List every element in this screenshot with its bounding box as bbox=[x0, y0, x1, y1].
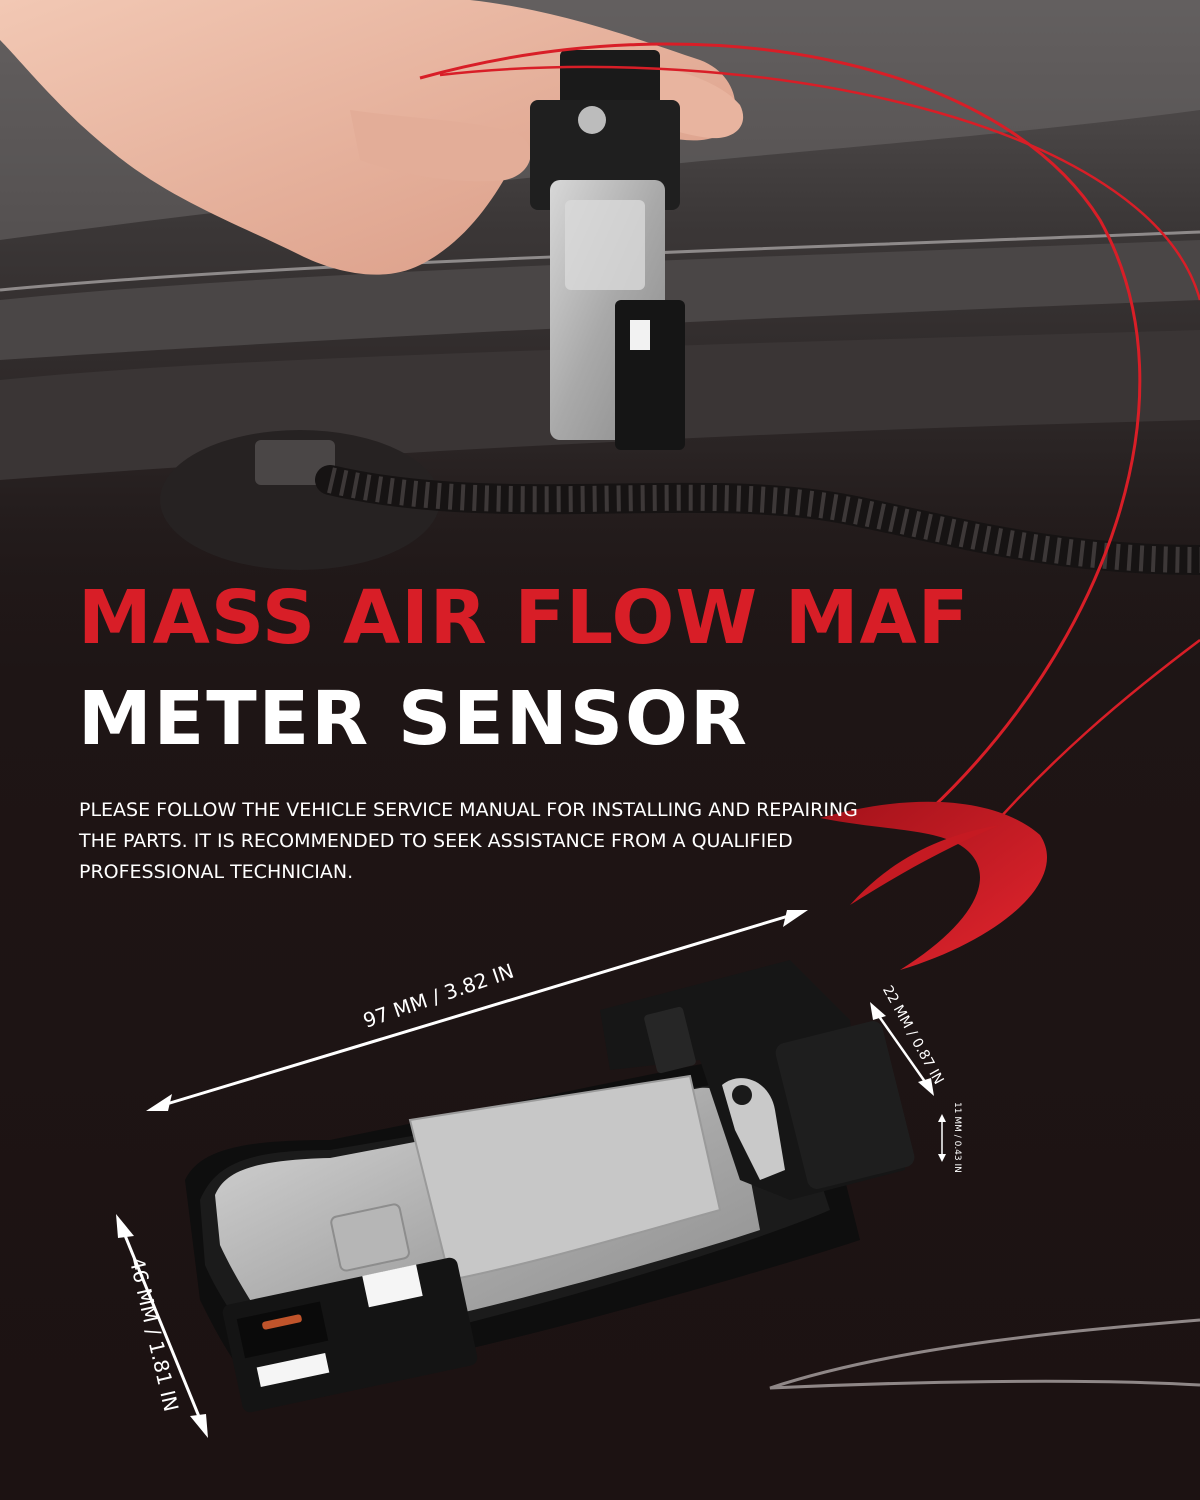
length-arrow bbox=[146, 910, 808, 1111]
sensor-connector-ridge bbox=[644, 1006, 696, 1074]
sensor-bolt-hole bbox=[732, 1085, 752, 1105]
intake-hose bbox=[160, 430, 440, 570]
sensor-thermistor-window bbox=[236, 1301, 329, 1359]
red-swoosh-line bbox=[419, 42, 1142, 812]
sensor-side-slot bbox=[362, 1264, 423, 1308]
depth-arrow bbox=[870, 1002, 934, 1096]
installation-notice: PLEASE FOLLOW THE VEHICLE SERVICE MANUAL… bbox=[79, 799, 858, 883]
pin-arrow bbox=[938, 1114, 946, 1162]
gray-swoosh-line bbox=[769, 1318, 1200, 1390]
sensor-bottom-slot bbox=[256, 1352, 330, 1388]
height-arrow bbox=[116, 1214, 208, 1438]
red-swoosh-shape bbox=[820, 801, 1048, 970]
sensor-connector-plug bbox=[775, 1021, 915, 1189]
sensor-top-window bbox=[565, 200, 645, 290]
finger bbox=[350, 110, 531, 182]
sensor-top-bolt bbox=[578, 106, 606, 134]
sensor-thermistor bbox=[262, 1314, 302, 1330]
sensor-top-slot bbox=[630, 320, 650, 350]
pin-dimension-label: 11 MM / 0.43 IN bbox=[952, 1102, 962, 1173]
engine-rail-highlight bbox=[0, 230, 1200, 292]
hose-clip bbox=[255, 440, 335, 485]
maf-sensor-product bbox=[185, 960, 915, 1413]
red-swoosh-line-outer bbox=[439, 65, 1200, 301]
red-swoosh-line-inner bbox=[979, 639, 1200, 841]
title-line-1: MASS AIR FLOW MAF bbox=[78, 575, 970, 661]
wiring-harness-ribs bbox=[327, 467, 1200, 573]
title-line-2: METER SENSOR bbox=[78, 676, 749, 762]
sensor-plate-window bbox=[408, 1074, 722, 1282]
sensor-plate-notch bbox=[330, 1203, 410, 1272]
